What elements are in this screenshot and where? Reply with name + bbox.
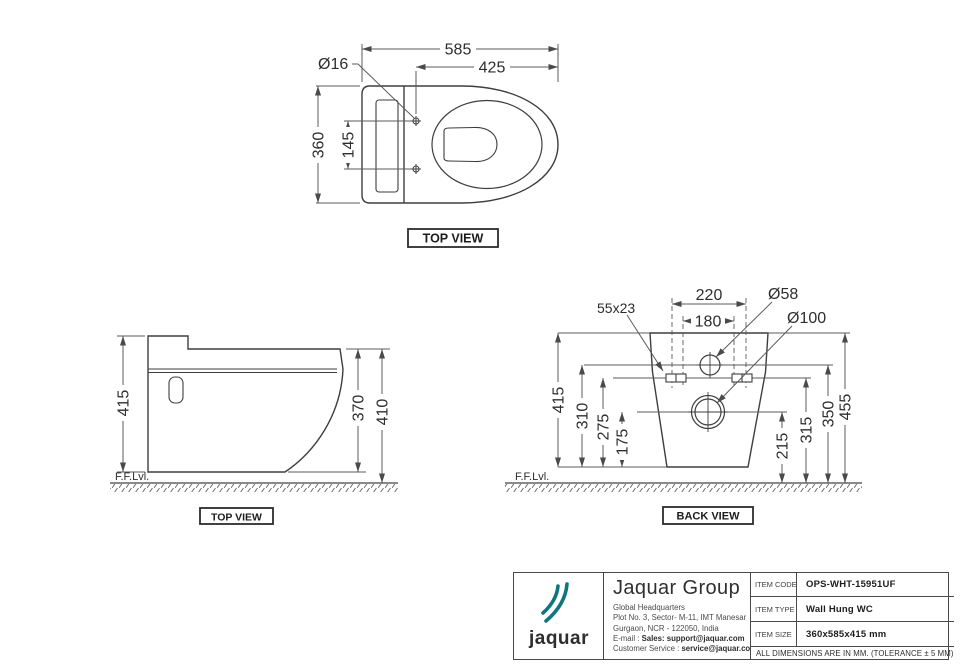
dim-back-height-350: 350 bbox=[821, 401, 838, 428]
dim-bolt-span-inner: 180 bbox=[695, 314, 722, 331]
customer-service-line: Customer Service : service@jaquar.com bbox=[613, 644, 750, 654]
email-label: E-mail : bbox=[613, 633, 642, 643]
dim-side-bowl-height: 370 bbox=[351, 395, 368, 422]
outlet-hole bbox=[688, 392, 728, 432]
tolerance-note: ALL DIMENSIONS ARE IN MM. (TOLERANCE ± 5… bbox=[756, 648, 954, 658]
item-type-value: Wall Hung WC bbox=[806, 603, 873, 615]
jaquar-logo: jaquar bbox=[527, 582, 588, 649]
dim-back-height-310: 310 bbox=[575, 403, 592, 430]
item-size-value: 360x585x415 mm bbox=[806, 628, 887, 640]
dim-slot-size: 55x23 bbox=[597, 300, 635, 316]
item-size-row: ITEM SIZE 360x585x415 mm bbox=[751, 622, 954, 647]
flush-opening bbox=[168, 376, 184, 404]
company-info-cell: Jaquar Group Global Headquarters Plot No… bbox=[604, 573, 751, 659]
bowl-water-outline bbox=[443, 126, 498, 163]
item-type-label: ITEM TYPE bbox=[751, 597, 797, 621]
top-view: 585 425 Ø16 360 145 TOP VIEW bbox=[310, 41, 559, 248]
top-view-dimension-labels: 585 425 Ø16 360 145 bbox=[310, 41, 510, 163]
item-code-value: OPS-WHT-15951UF bbox=[806, 579, 896, 590]
toilet-side-outline bbox=[147, 335, 344, 473]
customer-service-value: service@jaquar.com bbox=[681, 644, 751, 654]
top-view-label: TOP VIEW bbox=[423, 232, 484, 246]
back-view: F.F.Lvl. 220 180 55x23 Ø58 Ø100 415 310 … bbox=[505, 286, 862, 525]
top-view-bolt-holes bbox=[411, 116, 421, 174]
dim-bolt-spacing: 145 bbox=[341, 132, 358, 159]
item-code-label: ITEM CODE bbox=[751, 573, 797, 596]
back-view-label: BACK VIEW bbox=[677, 511, 741, 523]
address-line-2: Plot No. 3, Sector- M-11, IMT Manesar bbox=[613, 613, 747, 623]
side-view: F.F.Lvl. 415 370 410 TOP VIEW bbox=[110, 335, 398, 525]
dim-inlet-diameter: Ø58 bbox=[768, 286, 798, 303]
item-type-row: ITEM TYPE Wall Hung WC bbox=[751, 597, 954, 622]
side-floor-level-label: F.F.Lvl. bbox=[115, 471, 149, 483]
seat-rim-lines bbox=[148, 368, 337, 373]
back-view-title: BACK VIEW bbox=[662, 506, 754, 525]
customer-service-label: Customer Service : bbox=[613, 644, 682, 654]
item-table: ITEM CODE OPS-WHT-15951UF ITEM TYPE Wall… bbox=[751, 573, 954, 659]
side-view-dimension-labels: 415 370 410 bbox=[115, 385, 392, 430]
inlet-hole bbox=[697, 352, 723, 378]
address-line-3: Gurgaon, NCR - 122050, India bbox=[613, 623, 719, 633]
back-view-floor: F.F.Lvl. bbox=[505, 471, 862, 492]
dim-side-rim-height: 410 bbox=[375, 399, 392, 426]
top-view-title: TOP VIEW bbox=[407, 228, 499, 248]
dim-bolt-span-outer: 220 bbox=[696, 287, 723, 304]
dim-bolt-hole-diameter: Ø16 bbox=[318, 56, 348, 73]
top-view-body bbox=[361, 85, 559, 204]
wc-dimension-drawing: 585 425 Ø16 360 145 TOP VIEW bbox=[110, 41, 862, 525]
address-line-1: Global Headquarters bbox=[613, 603, 685, 612]
dim-back-height-175: 175 bbox=[615, 429, 632, 456]
item-size-label: ITEM SIZE bbox=[751, 622, 797, 646]
brand-name: Jaquar Group bbox=[613, 577, 741, 599]
jaquar-logo-icon bbox=[540, 582, 569, 623]
back-floor-level-label: F.F.Lvl. bbox=[515, 471, 549, 483]
back-view-dimension-labels: 220 180 55x23 Ø58 Ø100 415 310 275 175 2… bbox=[550, 286, 855, 464]
dim-overall-depth: 360 bbox=[311, 132, 328, 159]
side-view-label: TOP VIEW bbox=[211, 512, 262, 524]
jaquar-wordmark: jaquar bbox=[527, 628, 588, 649]
dim-side-total-height: 415 bbox=[116, 390, 133, 417]
dim-back-height-215: 215 bbox=[775, 433, 792, 460]
title-block: jaquar Jaquar Group Global Headquarters … bbox=[513, 572, 954, 660]
cistern-cover-plate bbox=[375, 99, 399, 193]
side-view-floor: F.F.Lvl. bbox=[110, 471, 398, 492]
dim-seat-length: 425 bbox=[479, 60, 506, 77]
email-value: Sales: support@jaquar.com bbox=[641, 633, 745, 643]
email-line: E-mail : Sales: support@jaquar.com bbox=[613, 634, 746, 644]
dim-back-height-275: 275 bbox=[596, 414, 613, 441]
dim-outlet-diameter: Ø100 bbox=[787, 310, 826, 327]
side-view-title: TOP VIEW bbox=[199, 507, 274, 525]
brand-logo-cell: jaquar bbox=[514, 573, 604, 659]
dim-overall-width: 585 bbox=[445, 42, 472, 59]
dim-back-height-315: 315 bbox=[799, 417, 816, 444]
item-code-row: ITEM CODE OPS-WHT-15951UF bbox=[751, 573, 954, 597]
dim-back-height-415: 415 bbox=[551, 387, 568, 414]
dim-back-height-455: 455 bbox=[838, 394, 855, 421]
